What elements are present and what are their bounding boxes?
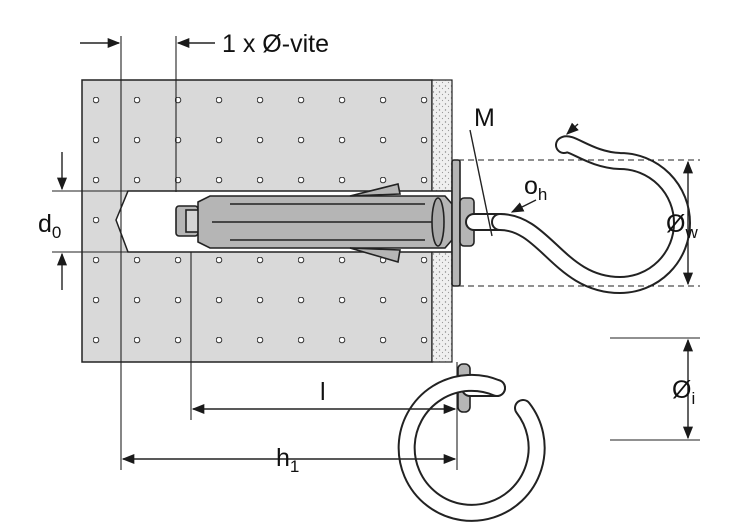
hook-opening-subscript: h [538,185,547,204]
hook-opening-arrow [510,199,537,213]
hole-depth-letter: h [276,444,290,472]
thread-label: M [474,104,495,132]
hole-depth-label: h1 [276,444,299,476]
drill-diameter-subscript: 0 [52,223,61,242]
hook-outer-subscript: w [684,223,698,242]
anchor-wing-bottom [349,247,401,264]
ring-hook [397,363,546,522]
hook-tip-arrow [566,122,579,135]
ring-inner-letter: Ø [672,376,691,404]
hook-outer-letter: Ø [666,210,685,238]
ring-extent-lines [610,337,700,441]
hook-extent-lines [458,159,700,287]
drill-diameter-letter: d [38,210,52,238]
ring-inner-label: Øi [672,376,695,408]
hole-depth-subscript: 1 [290,457,299,476]
hook-opening-label: oh [524,172,547,204]
dimension-arrows [56,37,694,465]
thread-leader [469,129,493,237]
anchor-length-label: l [320,378,326,406]
screw-length-label: 1 x Ø-vite [222,30,329,58]
open-hook [465,135,691,295]
cavity-anchor [175,183,453,264]
ring-inner-subscript: i [691,389,695,408]
anchor-wing-top [349,183,401,197]
hook-outer-label: Øw [666,210,698,242]
drill-diameter-label: d0 [38,210,61,242]
hook-opening-letter: o [524,172,538,200]
anchor-collar [451,159,475,287]
